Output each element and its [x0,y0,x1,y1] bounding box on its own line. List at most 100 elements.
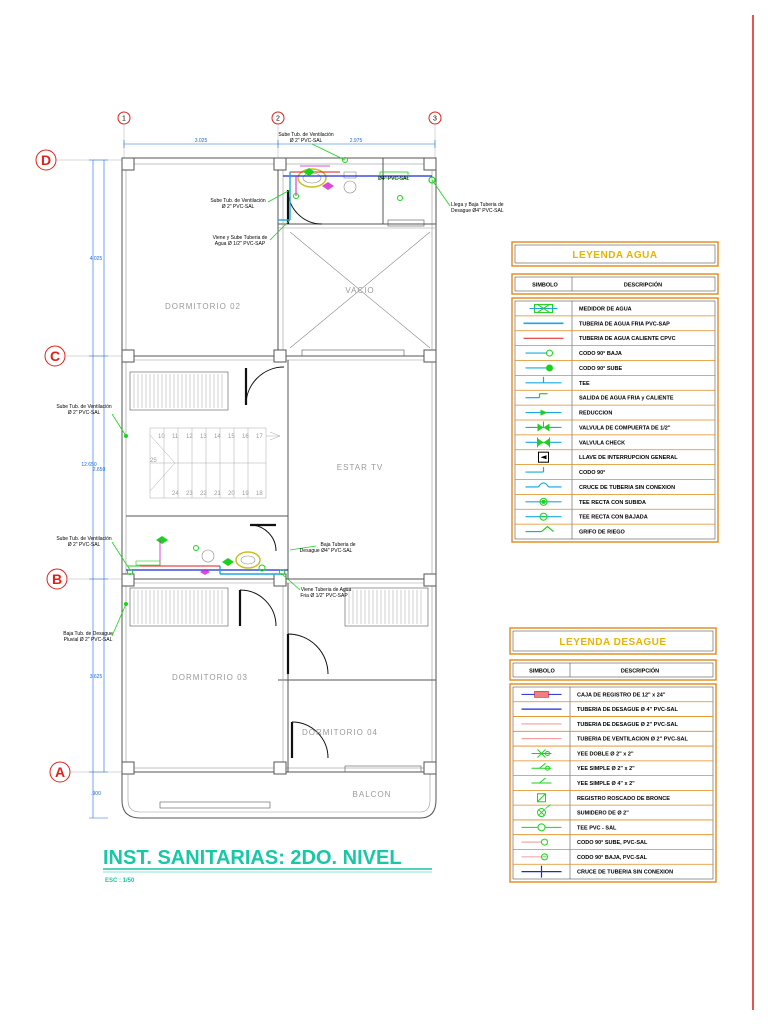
register-box-icon [521,691,562,698]
doors [238,189,329,759]
stair-step-22: 22 [200,491,207,497]
wye-2-icon [531,762,552,771]
stair-step-17: 17 [256,434,263,440]
elbow-down-icon [525,349,553,357]
legend-drain-item-label: TUBERIA DE VENTILACION Ø 2" PVC-SAL [577,737,689,743]
legend-water-item-label: SALIDA DE AGUA FRIA y CALIENTE [579,396,674,402]
note-left-vent-lower-1: Sube Tub. de Ventilación [56,536,112,542]
legend-drain-symbol-header: SIMBOLO [529,669,555,675]
window-hatching [133,374,422,624]
legend-water-item-label: TUBERIA DE AGUA CALIENTE CPVC [579,336,676,342]
note-cold-water-upper-1: Viene y Sube Tuberia de [213,235,268,241]
dim-left-1: 4.025 [90,256,103,262]
legend-water-item-label: TEE RECTA CON SUBIDA [579,500,646,506]
legend-water-item-label: TEE RECTA CON BAJADA [579,515,648,521]
note-left-vent-lower-2: Ø 2" PVC-SAL [68,542,101,548]
legend-drain-item-label: REGISTRO ROSCADO DE BRONCE [577,796,670,802]
legend-water-item-label: VALVULA DE COMPUERTA DE 1/2" [579,425,671,431]
tee-up-icon [525,497,562,506]
dim-top-2: 2.975 [350,138,363,144]
room-bedroom-3: DORMITORIO 03 [172,673,248,682]
leader-lines [111,143,451,637]
note-cold-water-lower-1: Viene Tuberia de Agua [301,587,352,593]
legend-drain-item-label: TEE PVC - SAL [577,825,617,831]
legend-water-item-label: GRIFO DE RIEGO [579,530,626,536]
legend-water-desc-header: DESCRIPCIÓN [624,281,662,289]
stair-step-24: 24 [172,491,179,497]
legend-drain-desc-header: DESCRIPCIÓN [621,667,659,675]
note-left-vent-mid-1: Sube Tub. de Ventilación [56,404,112,410]
leader-dots [124,434,128,606]
legend-drain-item-label: CAJA DE REGISTRO DE 12" x 24" [577,692,666,698]
note-pluvial-1: Baja Tub. de Desague [63,631,113,637]
note-left-vent-mid-2: Ø 2" PVC-SAL [68,410,101,416]
stair-step-16: 16 [242,434,249,440]
grid-col-2: 2 [276,116,280,123]
legend-water-item-label: TEE [579,381,590,387]
gate-valve-icon [525,421,562,432]
room-tv: ESTAR TV [337,463,383,472]
grid-bubbles: 1 2 3 D C B A [35,111,442,783]
faucet-icon [525,525,554,533]
legend-water-item-label: MEDIDOR DE AGUA [579,306,632,312]
note-cold-water-lower-2: Fria Ø 1/2" PVC-SAP [300,593,348,599]
floor-drain-icon [537,804,551,818]
columns [121,157,437,775]
stair-step-11: 11 [172,434,179,440]
note-drain-right-1: Llega y Baja Tuberia de [451,202,504,208]
legend-water-title: LEYENDA AGUA [572,250,657,261]
note-left-vent-upper-2: Ø 2" PVC-SAL [222,204,255,210]
room-balcony: BALCON [353,790,392,799]
stair-numbers: 10 11 12 13 14 15 16 17 24 23 22 21 20 1… [150,434,263,497]
pipe-label-upper: Ø4" PVC-SAL [378,176,409,182]
dim-left-3: 3.625 [90,674,103,680]
room-labels: DORMITORIO 02 VACIO ESTAR TV DORMITORIO … [165,286,392,799]
dim-left-2: 2.650 [93,467,106,473]
note-drain-lower-2: Desague Ø4" PVC-SAL [300,548,353,554]
grid-col-1: 1 [122,116,126,123]
stair-step-19: 19 [242,491,249,497]
stair-step-23: 23 [186,491,193,497]
legend-water-item-label: CODO 90° [579,470,605,476]
legend-drain-item-label: CRUCE DE TUBERIA SIN CONEXION [577,870,673,876]
stairs [149,427,281,499]
dim-top-1: 3.025 [195,138,208,144]
annotations: Sube Tub. de Ventilación Ø 2" PVC-SAL Su… [56,132,504,643]
main-switch-icon [538,451,549,463]
stair-step-21: 21 [214,491,221,497]
legend-water-item-label: CODO 90° SUBE [579,366,622,372]
note-pluvial-2: Pluvial Ø 2" PVC-SAL [64,637,113,643]
legend-water-item-label: CRUCE DE TUBERIA SIN CONEXION [579,485,675,491]
legend-drain-item-label: TUBERIA DE DESAGUE Ø 4" PVC-SAL [577,707,678,713]
stair-step-12: 12 [186,434,193,440]
grid-row-b: B [52,571,62,587]
stair-step-14: 14 [214,434,221,440]
drawing-title: INST. SANITARIAS: 2DO. NIVEL [103,847,402,869]
legend-drain-item-label: YEE DOBLE Ø 2" x 2" [577,751,634,757]
note-drain-lower-1: Baja Tuberia de [320,542,355,548]
outlet-icon [525,393,548,399]
grid-col-3: 3 [433,116,437,123]
note-drain-right-2: Desague Ø4" PVC-SAL [451,208,504,214]
legend-drain-item-label: YEE SIMPLE Ø 4" x 2" [577,781,635,787]
lower-bathroom [126,536,288,575]
double-wye-icon [531,749,552,758]
legend-water-symbol-header: SIMBOLO [532,283,558,289]
legend-water-item-label: VALVULA CHECK [579,440,625,446]
windows [129,219,429,809]
legend-drain-item-label: CODO 90° SUBE, PVC-SAL [577,840,648,846]
drawing-scale: ESC : 1/50 [105,878,135,884]
legend-water-item-label: CODO 90° BAJA [579,351,622,357]
legend-drain-item-label: TUBERIA DE DESAGUE Ø 2" PVC-SAL [577,722,678,728]
legend-water-item-label: LLAVE DE INTERRUPCION GENERAL [579,455,678,461]
legend-drain-item-label: CODO 90° BAJA, PVC-SAL [577,855,648,861]
elbow-up-pvc-icon [521,838,548,846]
legend-water: LEYENDA AGUA SIMBOLO DESCRIPCIÓN MEDIDOR… [511,241,719,543]
note-left-vent-upper-1: Sube Tub. de Ventilación [210,198,266,204]
tee-pvc-icon [521,823,562,832]
dimension-lines: 3.025 2.975 4.025 12.650 2.650 3.625 .90… [81,138,436,819]
room-void: VACIO [345,286,374,295]
legend-water-item-label: REDUCCION [579,411,612,417]
